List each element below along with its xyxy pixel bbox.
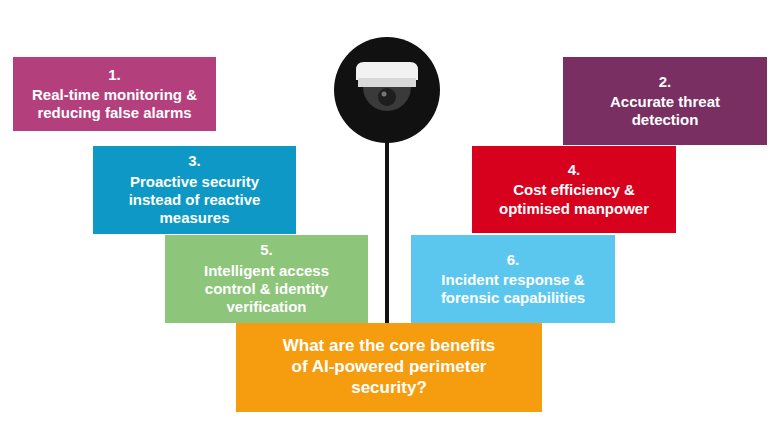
box-text: Cost efficiency & optimised manpower [484,181,664,218]
box-text: Accurate threat detection [593,93,737,130]
box-text: Real-time monitoring & reducing false al… [23,86,206,123]
callout-number: 1. [108,66,121,84]
benefit-box: 6. Incident response & forensic capabilit… [411,235,615,323]
callout-number: 2. [659,73,672,91]
camera-lens [378,88,396,106]
box-text: Proactive security instead of reactive m… [105,173,284,228]
camera-circle [334,37,440,143]
stem-line [385,130,389,330]
camera-dome [363,87,411,111]
camera-symbol [356,62,418,111]
callout-number: 6. [507,251,520,269]
benefit-box: 1. Real-time monitoring & reducing false … [13,57,216,131]
box-text: What are the core benefits of AI-powered… [281,336,497,398]
camera-mount [356,62,418,80]
box-text: Incident response & forensic capabilitie… [435,271,591,308]
lens-glint [382,92,387,97]
benefit-box: 2. Accurate threat detection [563,57,767,145]
callout-number: 3. [188,152,201,170]
benefit-box: 5. Intelligent access control & identity … [165,235,368,323]
callout-number: 4. [568,161,581,179]
benefit-box: 3. Proactive security instead of reactive… [93,146,296,234]
callout-number: 5. [260,241,273,259]
camera-ring [358,78,416,87]
box-text: Intelligent access control & identity ve… [177,262,356,317]
question-box: What are the core benefits of AI-powered… [236,323,542,412]
benefit-box: 4. Cost efficiency & optimised manpower [472,146,676,233]
